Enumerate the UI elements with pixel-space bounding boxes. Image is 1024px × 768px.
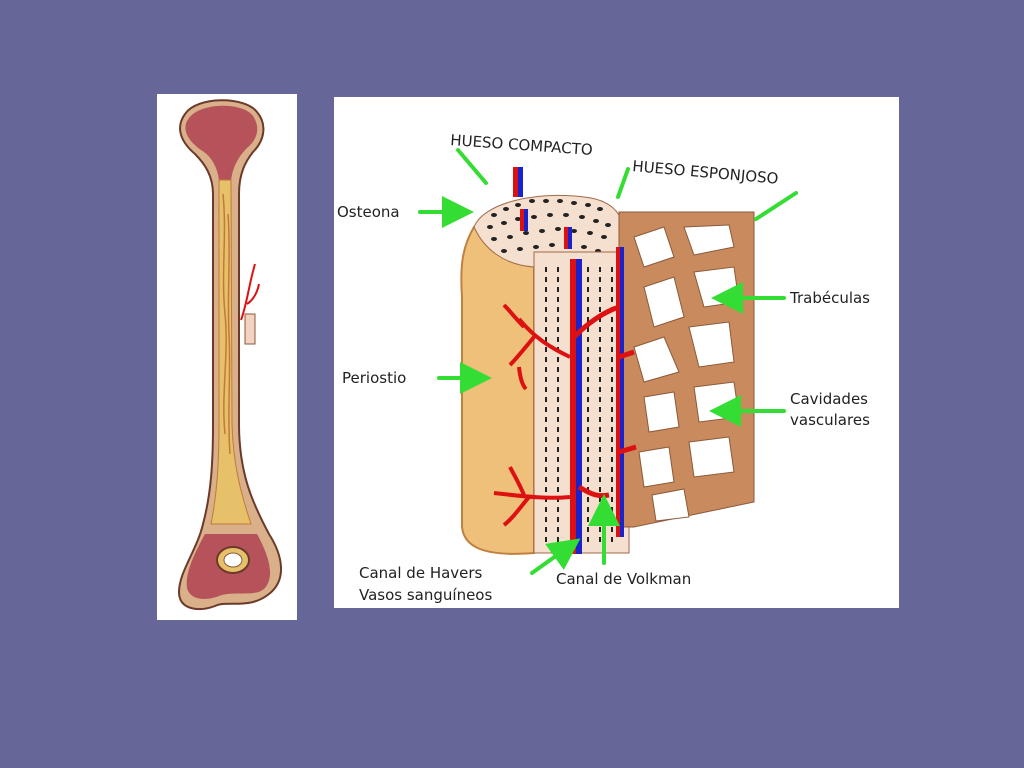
marrow-vessels — [222, 193, 231, 455]
label-cavidades: Cavidades — [790, 390, 868, 408]
label-vasculares: vasculares — [790, 411, 870, 429]
bone-structure-diagram-panel: HUESO COMPACTO HUESO ESPONJOSO Osteona T… — [334, 97, 899, 608]
label-osteona: Osteona — [337, 203, 400, 221]
label-vasos-sanguineos: Vasos sanguíneos — [359, 586, 492, 604]
arrow-havers — [530, 538, 581, 575]
periosteum-layer — [460, 225, 535, 555]
label-canal-volkman: Canal de Volkman — [556, 570, 691, 588]
periosteal-vessels — [493, 303, 571, 527]
nutrient-artery — [240, 263, 260, 321]
femur-section-illustration — [177, 99, 283, 610]
label-periostio: Periostio — [342, 369, 406, 387]
label-trabeculas: Trabéculas — [789, 289, 870, 307]
label-canal-havers: Canal de Havers — [359, 564, 483, 582]
bone-structure-diagram: HUESO COMPACTO HUESO ESPONJOSO Osteona T… — [337, 131, 870, 604]
proximal-epiphysis-marrow — [185, 105, 258, 180]
haversian-vessels — [513, 167, 624, 554]
compact-bone-top — [473, 194, 620, 268]
arrow-hueso-esponjoso — [616, 167, 630, 199]
medullary-cavity — [210, 179, 252, 525]
label-hueso-esponjoso: HUESO ESPONJOSO — [632, 157, 779, 188]
arrow-hueso-compacto — [456, 148, 488, 185]
spongy-bone-block — [618, 211, 755, 528]
label-hueso-compacto: HUESO COMPACTO — [450, 131, 594, 159]
arrow-hueso-esponjoso-right — [754, 191, 798, 221]
femur-illustration-panel — [157, 94, 297, 620]
label-arrows — [418, 148, 798, 575]
